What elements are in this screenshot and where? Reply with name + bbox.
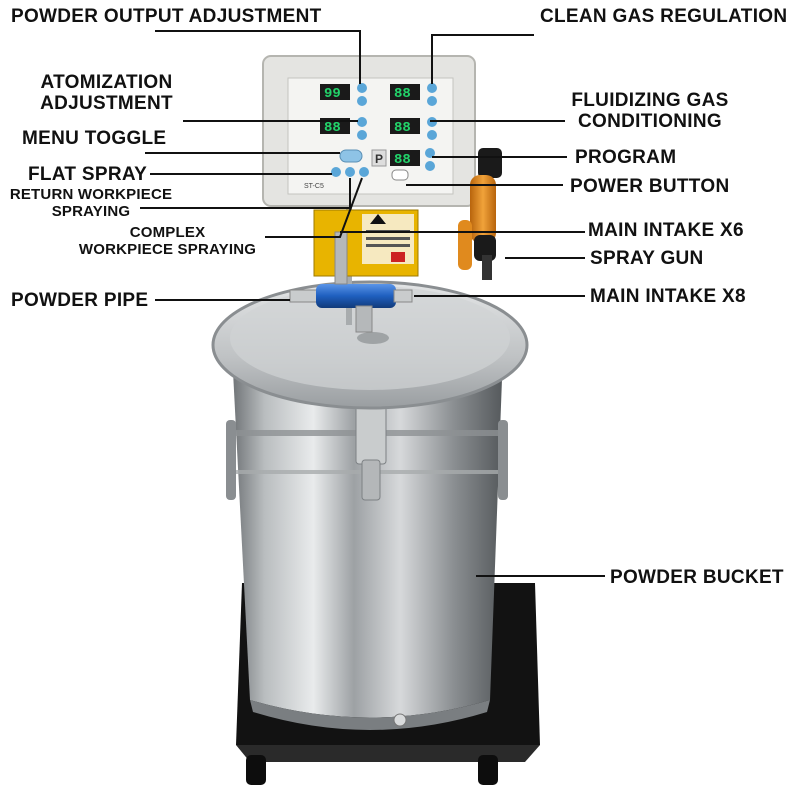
flat-spray-button[interactable] (331, 167, 341, 177)
display-fluidizing-value: 88 (394, 120, 411, 136)
powder-output-up-button[interactable] (357, 83, 367, 93)
powder-bucket (226, 352, 508, 730)
atomization-down-button[interactable] (357, 130, 367, 140)
complex-workpiece-button[interactable] (359, 167, 369, 177)
label-flat-spray: FLAT SPRAY (28, 164, 148, 185)
fluidizing-down-button[interactable] (427, 130, 437, 140)
control-panel: 99 88 88 88 88 P (262, 55, 476, 207)
program-down-button[interactable] (425, 161, 435, 171)
display-program (390, 150, 420, 166)
warning-icon (370, 214, 386, 224)
label-powder-output-adjustment: POWDER OUTPUT ADJUSTMENT (11, 6, 322, 27)
bucket-handle-right (498, 420, 508, 500)
label-return-line2: SPRAYING (51, 202, 131, 220)
powder-output-down-button[interactable] (357, 96, 367, 106)
label-return-workpiece-spraying: RETURN WORKPIECE SPRAYING (6, 186, 176, 221)
warning-plate (313, 209, 419, 277)
display-powder-output-value: 99 (324, 86, 341, 102)
label-clean-gas-regulation: CLEAN GAS REGULATION (540, 6, 788, 27)
label-power-button: POWER BUTTON (570, 176, 730, 197)
program-up-button[interactable] (425, 148, 435, 158)
atomization-up-button[interactable] (357, 117, 367, 127)
label-spray-gun: SPRAY GUN (590, 248, 704, 269)
label-powder-pipe: POWDER PIPE (11, 290, 149, 311)
label-fluidizing-line1: FLUIDIZING GAS (571, 90, 729, 111)
label-complex-workpiece-spraying: COMPLEX WORKPIECE SPRAYING (70, 224, 265, 259)
caster-wheel-left (246, 755, 266, 785)
label-powder-bucket: POWDER BUCKET (610, 567, 784, 588)
label-atomization-adjustment: ATOMIZATION ADJUSTMENT (24, 72, 189, 115)
label-fluidizing-gas-conditioning: FLUIDIZING GAS CONDITIONING (565, 90, 735, 133)
bucket-lid (211, 280, 529, 410)
label-complex-line1: COMPLEX (129, 224, 206, 241)
clean-gas-up-button[interactable] (427, 83, 437, 93)
leader-lines (140, 30, 605, 577)
caster-wheel-right (478, 755, 498, 785)
label-complex-line2: WORKPIECE SPRAYING (78, 240, 257, 258)
label-atomization-line1: ATOMIZATION (40, 72, 173, 93)
clean-gas-down-button[interactable] (427, 96, 437, 106)
display-clean-gas (390, 84, 420, 100)
display-fluidizing (390, 118, 420, 134)
label-return-line1: RETURN WORKPIECE (9, 186, 173, 203)
display-clean-gas-value: 88 (394, 86, 411, 102)
label-atomization-line2: ADJUSTMENT (40, 93, 173, 115)
power-button[interactable] (391, 169, 409, 181)
bucket-handle-left (226, 420, 236, 500)
display-powder-output (320, 84, 350, 100)
display-program-value: 88 (394, 152, 411, 168)
label-fluidizing-line2: CONDITIONING (578, 111, 722, 133)
powder-pipe-injector (289, 231, 413, 333)
label-main-intake-x8: MAIN INTAKE X8 (590, 286, 746, 307)
label-main-intake-x6: MAIN INTAKE X6 (588, 220, 744, 241)
label-menu-toggle: MENU TOGGLE (22, 128, 167, 149)
return-workpiece-button[interactable] (345, 167, 355, 177)
spray-gun (458, 148, 502, 280)
label-program: PROGRAM (575, 147, 677, 168)
menu-toggle-button[interactable] (339, 149, 363, 163)
panel-model-mark: ST-C5 (304, 183, 324, 190)
program-key: P (375, 152, 383, 166)
display-atomization-value: 88 (324, 120, 341, 136)
